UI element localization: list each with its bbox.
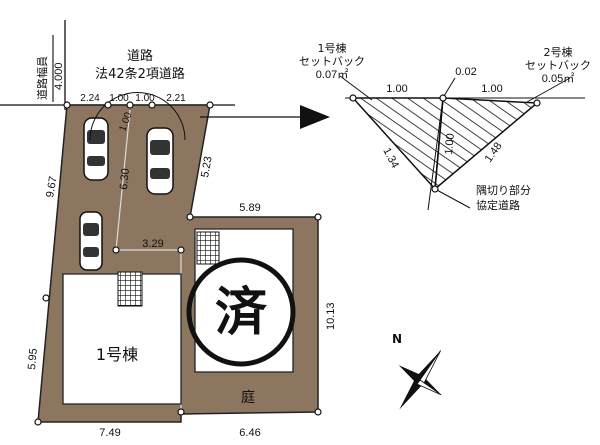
detail-arrow	[200, 105, 330, 129]
setback-dim-left-top: 1.00	[386, 83, 407, 95]
dim-bottom-left: 7.49	[99, 427, 120, 439]
dim-left-lower: 5.95	[26, 348, 40, 370]
garden-label: 庭	[241, 389, 255, 406]
setback-dim-center: 1.00	[443, 133, 457, 155]
setback-2-area: 0.05㎡	[542, 72, 574, 85]
dim-left-side: 9.67	[44, 175, 60, 198]
setback-dim-gap: 0.02	[455, 66, 476, 78]
road-width-value: 4.000	[53, 62, 65, 90]
dim-right-side: 10.13	[325, 302, 337, 330]
car-icon	[146, 127, 174, 195]
setback-1-title: 1号棟	[318, 41, 347, 55]
sold-mark-text: 済	[215, 283, 268, 343]
setback-1-area: 0.07㎡	[316, 68, 348, 81]
dim-top-mid2: 1.00	[135, 93, 155, 104]
setback-2-title: 2号棟	[544, 45, 573, 59]
road-width-label: 道路幅員	[35, 56, 49, 100]
dim-top-left: 2.24	[80, 93, 100, 104]
dim-top-right: 2.21	[166, 93, 186, 104]
building-1-stairs	[117, 271, 143, 307]
sold-stamp: 済	[186, 257, 296, 367]
setback-2-sub: セットバック	[525, 59, 591, 72]
dim-top-mid1: 1.00	[109, 93, 129, 104]
setback-dim-left-slant: 1.34	[380, 146, 401, 171]
compass-icon	[398, 350, 442, 410]
corner-cut-guides	[89, 92, 186, 141]
corner-note-2: 協定道路	[476, 198, 520, 212]
road-name: 道路	[127, 48, 153, 64]
dim-bottom-right: 6.46	[239, 427, 260, 439]
survey-points	[34, 101, 322, 426]
setback-dim-right-top: 1.00	[481, 83, 502, 95]
building-2-stairs	[196, 231, 220, 265]
car-icon	[83, 117, 109, 181]
building-1-label: 1号棟	[96, 345, 138, 364]
road-type: 法42条2項道路	[95, 66, 185, 82]
dim-lot2-top: 5.89	[239, 202, 260, 214]
corner-note-1: 隅切り部分	[476, 183, 531, 197]
setback-detail	[339, 75, 585, 211]
compass-north: N	[392, 332, 402, 346]
dim-right-upper: 5.23	[199, 155, 215, 178]
dim-inner-step: 3.29	[142, 238, 163, 250]
setback-gap-leader	[443, 77, 456, 97]
dim-driveway-inner: 6.30	[118, 168, 132, 190]
car-icon	[79, 211, 103, 271]
setback-1-sub: セットバック	[299, 55, 365, 68]
